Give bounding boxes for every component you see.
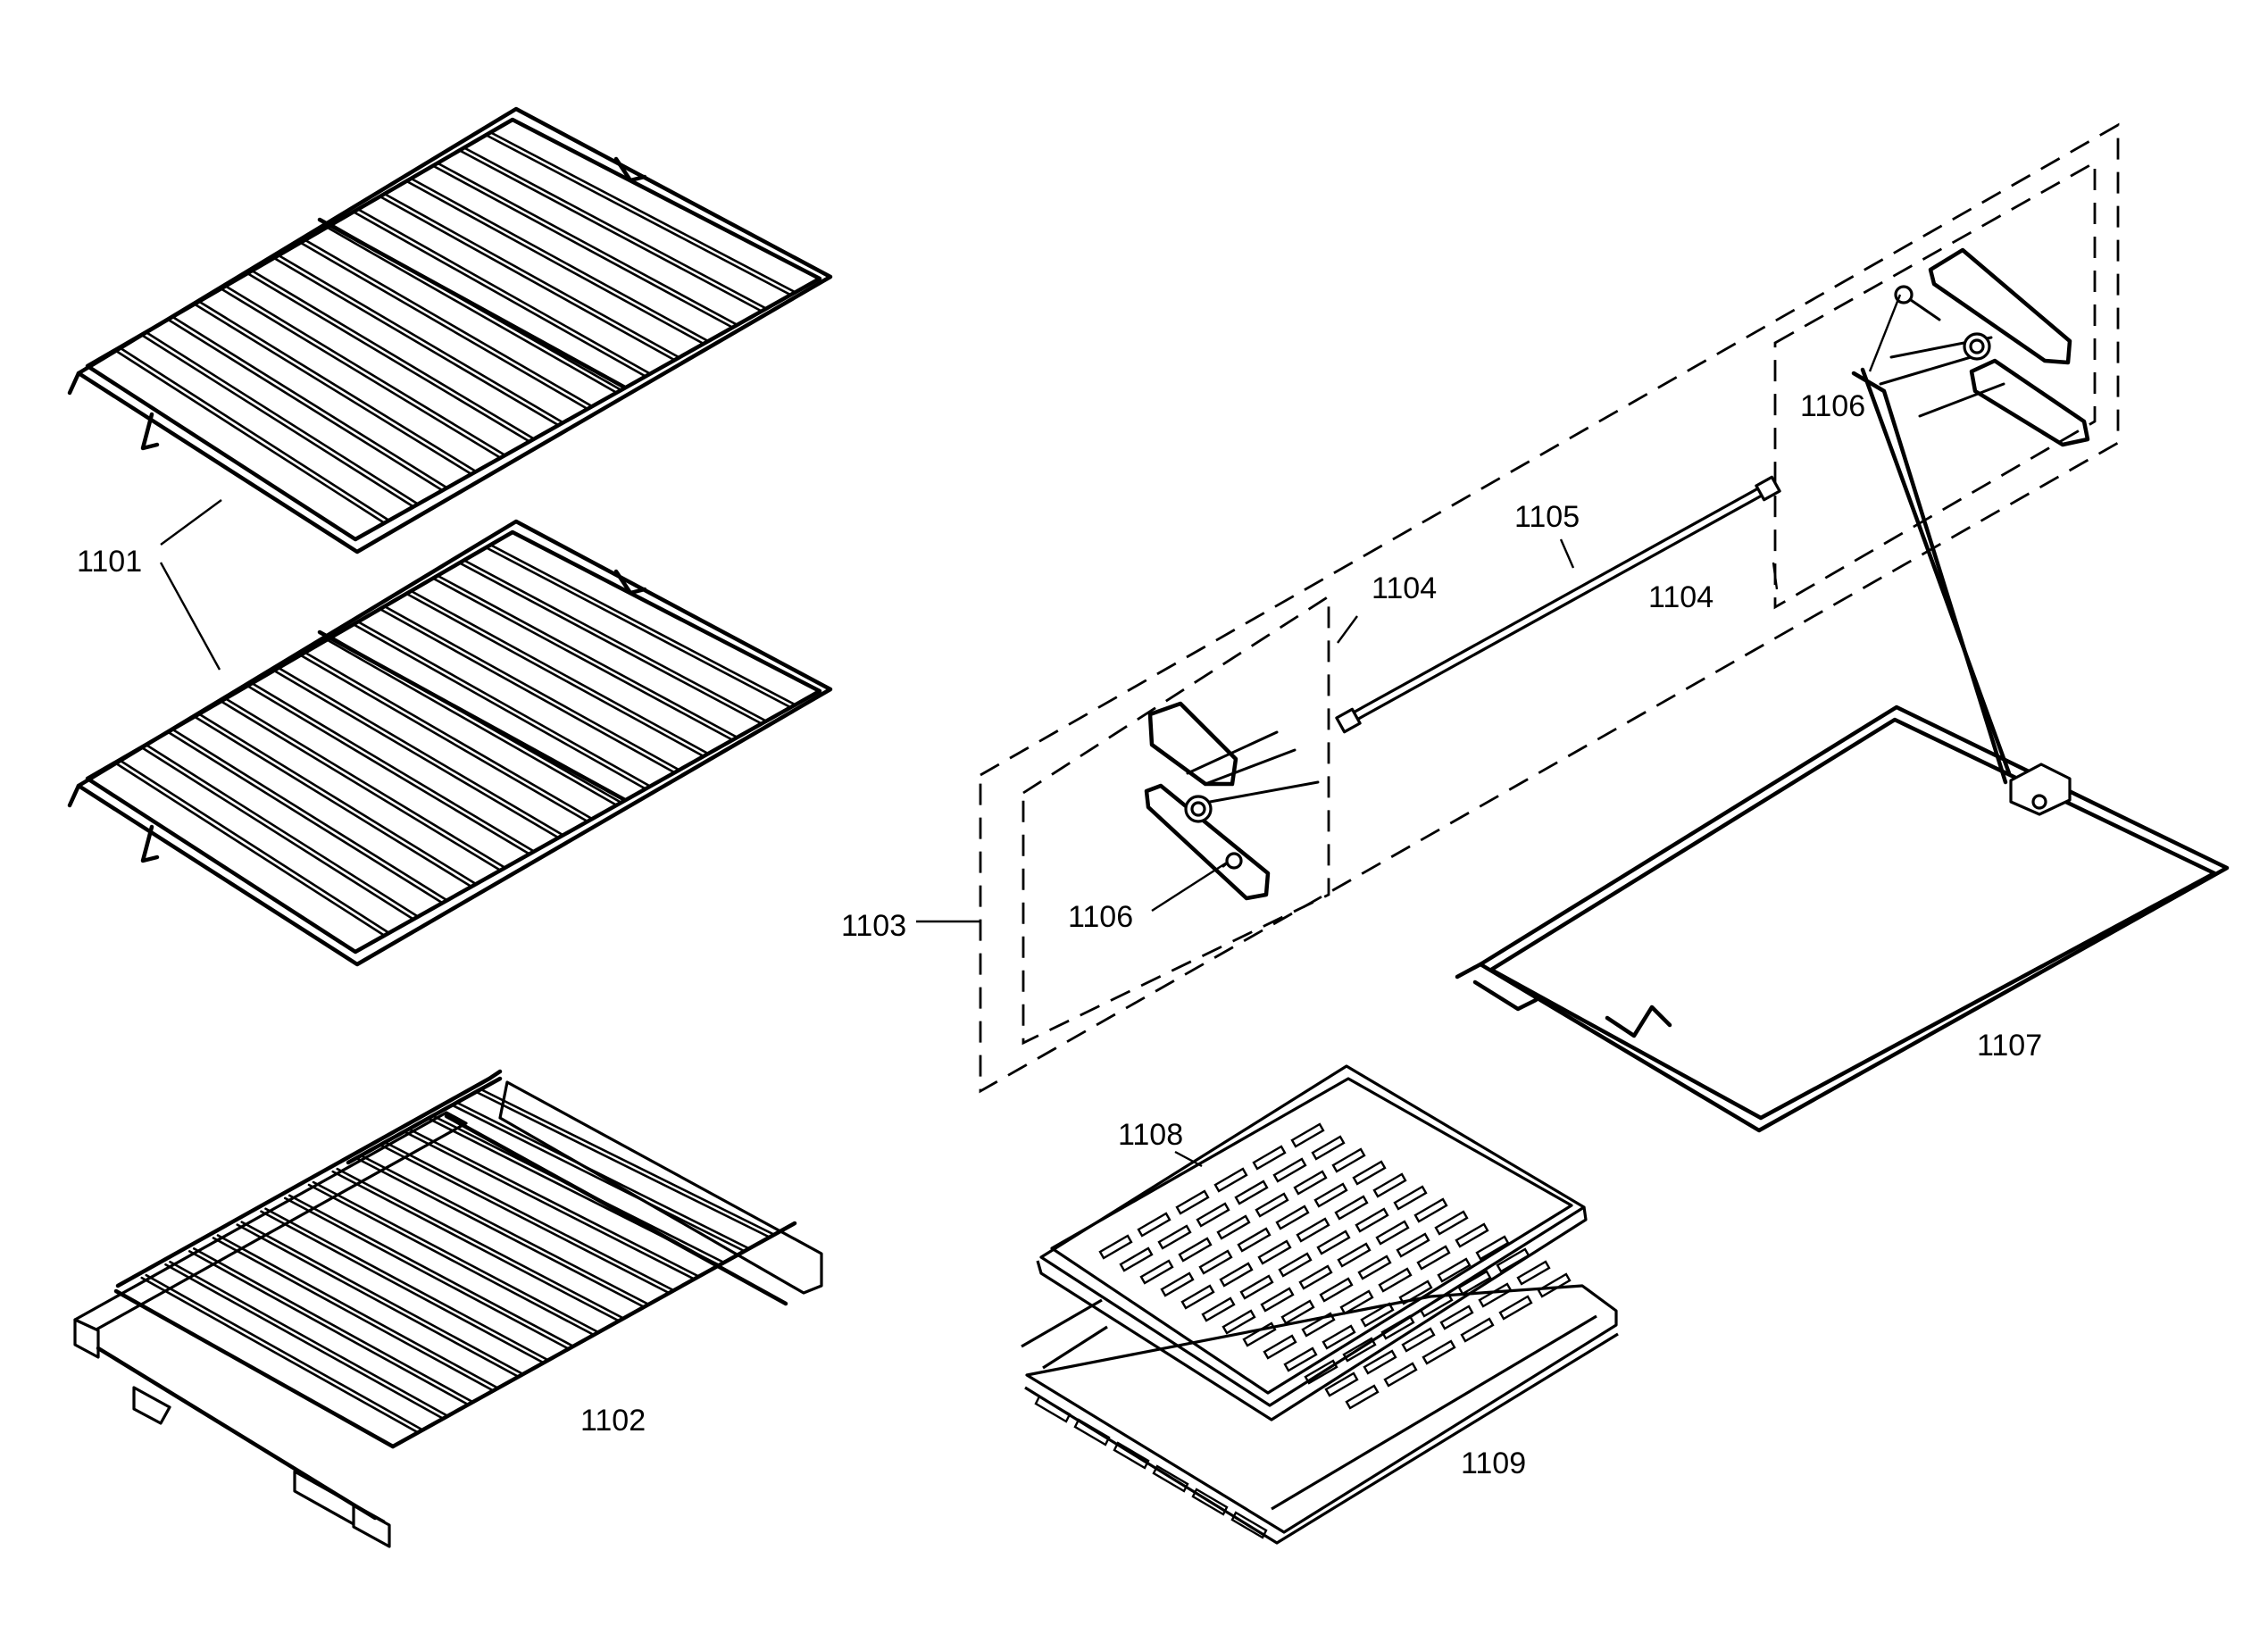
rack-bars-middle	[114, 543, 796, 938]
rotisserie-kit-outline	[979, 122, 2120, 1094]
label-1104-right: 1104	[1648, 580, 1714, 614]
label-1108: 1108	[1118, 1118, 1183, 1152]
broil-grid-slots	[1098, 1122, 1572, 1410]
label-1104-left: 1104	[1372, 571, 1437, 605]
telescopic-rack	[73, 1069, 823, 1548]
rotisserie-frame	[1455, 367, 2230, 1133]
label-1107: 1107	[1977, 1029, 2042, 1063]
rotisserie-spit-rod	[1335, 475, 1781, 734]
label-1103: 1103	[841, 909, 906, 943]
broil-pan	[1021, 1284, 1619, 1545]
rack-bars-upper	[114, 130, 796, 525]
broil-pan-insert	[1036, 1064, 1588, 1421]
label-1102: 1102	[580, 1404, 646, 1438]
spit-fork-left	[1144, 701, 1320, 901]
label-1106-left: 1106	[1068, 900, 1133, 934]
oven-rack-middle	[67, 519, 833, 967]
spit-fork-right	[1879, 247, 2090, 447]
label-1106-right: 1106	[1800, 389, 1865, 423]
oven-rack-upper	[67, 106, 833, 554]
broil-pan-slots	[1034, 1395, 1268, 1539]
callout-leaders	[159, 294, 1902, 1168]
label-1105: 1105	[1514, 500, 1580, 534]
label-1109: 1109	[1461, 1446, 1526, 1480]
label-1101: 1101	[77, 545, 142, 579]
rack-bars-telescopic	[140, 1088, 776, 1434]
